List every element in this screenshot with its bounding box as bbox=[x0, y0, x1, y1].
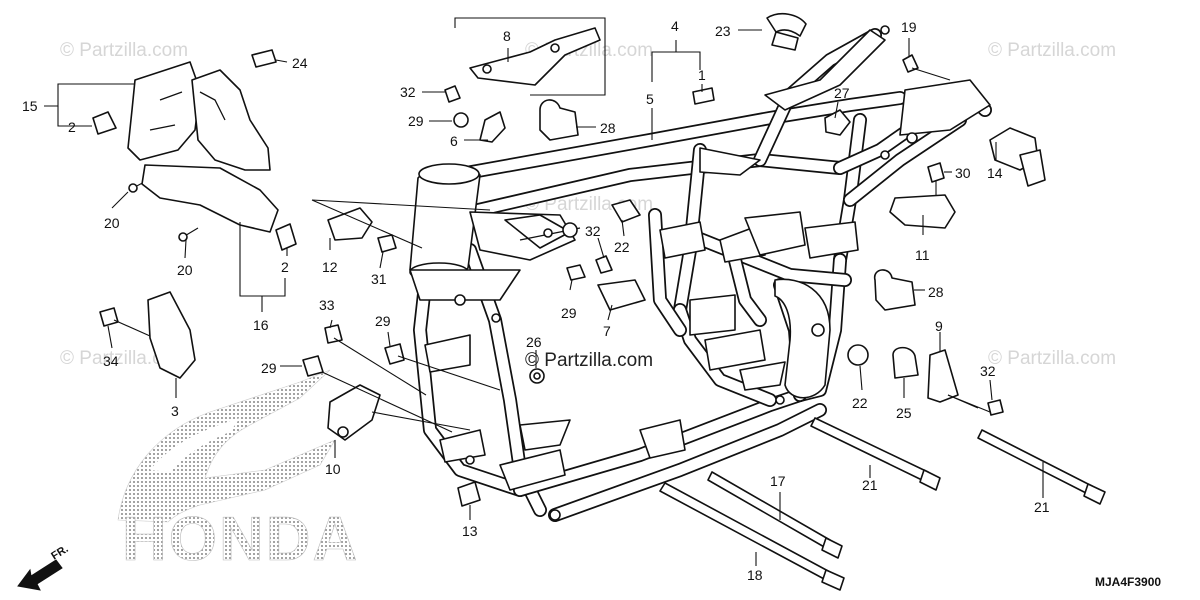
callout-22: 22 bbox=[614, 239, 630, 255]
callout-33: 33 bbox=[319, 297, 335, 313]
callout-20: 20 bbox=[104, 215, 120, 231]
callout-29b: 29 bbox=[561, 305, 577, 321]
callout-8: 8 bbox=[503, 28, 511, 44]
callout-7: 7 bbox=[603, 323, 611, 339]
callout-19: 19 bbox=[901, 19, 917, 35]
callout-30: 30 bbox=[955, 165, 971, 181]
front-label: FR. bbox=[49, 543, 70, 563]
watermark: © Partzilla.com bbox=[988, 348, 1116, 369]
callout-23: 23 bbox=[715, 23, 731, 39]
callout-9: 9 bbox=[935, 318, 943, 334]
callout-32c: 32 bbox=[980, 363, 996, 379]
callout-4: 4 bbox=[671, 18, 679, 34]
callout-6: 6 bbox=[450, 133, 458, 149]
watermark: © Partzilla.com bbox=[988, 40, 1116, 61]
side-covers bbox=[127, 61, 279, 233]
callout-32: 32 bbox=[400, 84, 416, 100]
callout-15: 15 bbox=[22, 98, 38, 114]
callout-28b: 28 bbox=[928, 284, 944, 300]
callout-16: 16 bbox=[253, 317, 269, 333]
honda-logo-text: HONDA bbox=[122, 505, 359, 574]
callout-22b: 22 bbox=[852, 395, 868, 411]
callout-12: 12 bbox=[322, 259, 338, 275]
callout-26: 26 bbox=[526, 334, 542, 350]
callout-3: 3 bbox=[171, 403, 179, 419]
callout-25: 25 bbox=[896, 405, 912, 421]
long-bolts bbox=[659, 417, 1106, 591]
callout-14: 14 bbox=[987, 165, 1003, 181]
callout-numbers: 1 2 2 3 4 5 6 7 8 9 10 11 12 13 14 15 16… bbox=[22, 18, 1050, 583]
front-direction-arrow: FR. bbox=[17, 543, 71, 591]
callout-34: 34 bbox=[103, 353, 119, 369]
callout-24: 24 bbox=[292, 55, 308, 71]
callout-10: 10 bbox=[325, 461, 341, 477]
callout-11: 11 bbox=[915, 247, 930, 263]
callout-21b: 21 bbox=[1034, 499, 1050, 515]
callout-29c: 29 bbox=[375, 313, 391, 329]
callout-32b: 32 bbox=[585, 223, 601, 239]
center-watermark: © Partzilla.com bbox=[525, 350, 653, 371]
callout-29: 29 bbox=[408, 113, 424, 129]
callout-31: 31 bbox=[371, 271, 387, 287]
small-parts bbox=[92, 12, 1046, 507]
honda-wing-logo: HONDA bbox=[117, 369, 359, 574]
callout-2b: 2 bbox=[281, 259, 289, 275]
leader-lines bbox=[44, 29, 1044, 566]
callout-28: 28 bbox=[600, 120, 616, 136]
callout-18: 18 bbox=[747, 567, 763, 583]
callout-27: 27 bbox=[834, 85, 850, 101]
watermark: © Partzilla.com bbox=[60, 40, 188, 61]
callout-17: 17 bbox=[770, 473, 786, 489]
diagram-code: MJA4F3900 bbox=[1095, 575, 1161, 589]
callout-1: 1 bbox=[698, 67, 706, 83]
main-frame bbox=[409, 25, 992, 522]
callout-21: 21 bbox=[862, 477, 878, 493]
callout-13: 13 bbox=[462, 523, 478, 539]
callout-20b: 20 bbox=[177, 262, 193, 278]
callout-2: 2 bbox=[68, 119, 76, 135]
callout-29d: 29 bbox=[261, 360, 277, 376]
callout-5: 5 bbox=[646, 91, 654, 107]
